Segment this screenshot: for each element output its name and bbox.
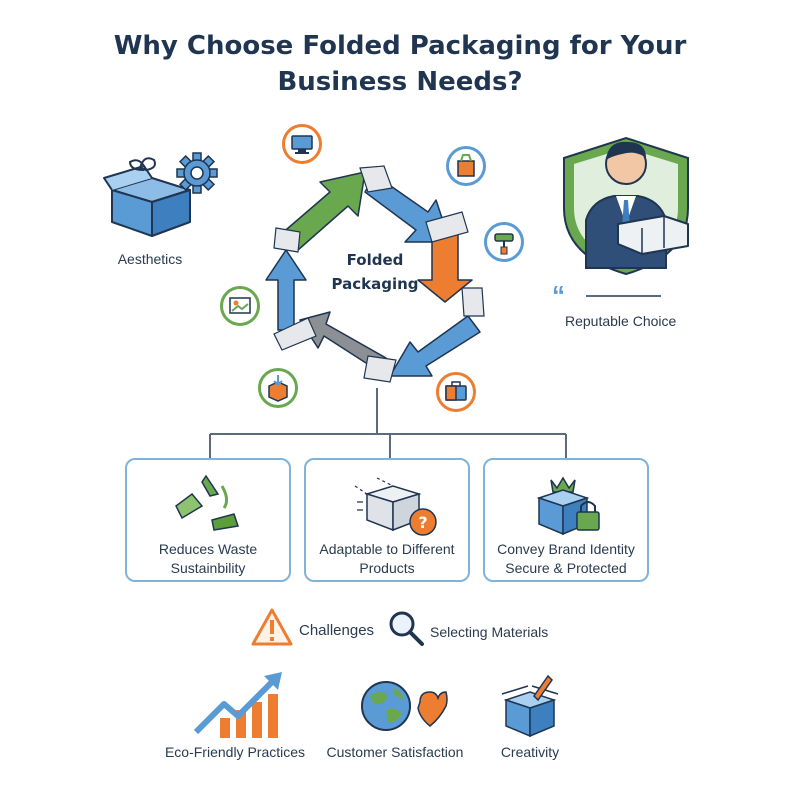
card-line-2: Sustainbility [170, 560, 246, 576]
card-line-1: Convey Brand Identity [497, 541, 635, 557]
businessman-shield-icon [563, 136, 689, 276]
warning-icon [251, 608, 293, 646]
download-box-icon [258, 368, 298, 408]
eco-friendly-label: Eco-Friendly Practices [164, 744, 306, 760]
green-arrow [279, 171, 366, 251]
challenges-label: Challenges [299, 622, 375, 639]
cycle-diagram [265, 165, 485, 383]
question-box-icon: ? [354, 477, 437, 536]
card-line-2: Secure & Protected [505, 560, 627, 576]
title-line-1: Why Choose Folded Packaging for Your [113, 31, 687, 61]
gift-box-icon [103, 157, 191, 237]
gray-arrow [299, 311, 387, 373]
paint-roller-icon [484, 222, 524, 262]
box-lock-icon [536, 476, 600, 536]
customer-satisfaction-label: Customer Satisfaction [326, 744, 464, 760]
shopping-bag-icon [446, 146, 486, 186]
aesthetics-label: Aesthetics [117, 251, 183, 267]
center-label: Folded Packaging [320, 248, 430, 296]
card-line-1: Reduces Waste [158, 541, 258, 557]
gear-icon [176, 152, 218, 194]
quote-mark: “ [552, 280, 565, 310]
orange-arrow [417, 229, 473, 303]
growth-chart-icon [193, 672, 282, 738]
reputable-choice-label: Reputable Choice [565, 313, 677, 329]
quote-divider [586, 295, 661, 297]
briefcase-icon [436, 372, 476, 412]
tree-connector [209, 388, 567, 458]
card-line-1: Adaptable to Different [319, 541, 455, 557]
page-title: Why Choose Folded Packaging for Your Bus… [0, 28, 800, 100]
svg-text:?: ? [418, 513, 427, 532]
magnifier-icon [389, 611, 424, 646]
blue-arrow-left [265, 249, 307, 331]
blue-arrow-bottom [389, 315, 481, 377]
creativity-label: Creativity [500, 744, 560, 760]
box-brush-icon [501, 674, 559, 738]
center-label-line-1: Folded [346, 251, 404, 269]
card-brand-identity: Convey Brand Identity Secure & Protected [483, 458, 649, 582]
title-line-2: Business Needs? [277, 67, 523, 97]
recycle-icon [175, 474, 239, 531]
globe-heart-icon [361, 681, 448, 731]
card-adaptable: ? Adaptable to Different Products [304, 458, 470, 582]
image-screen-icon [220, 286, 260, 326]
card-line-2: Products [359, 560, 415, 576]
card-reduces-waste: Reduces Waste Sustainbility [125, 458, 291, 582]
computer-icon [282, 124, 322, 164]
center-label-line-2: Packaging [331, 275, 419, 293]
selecting-materials-label: Selecting Materials [430, 624, 549, 640]
